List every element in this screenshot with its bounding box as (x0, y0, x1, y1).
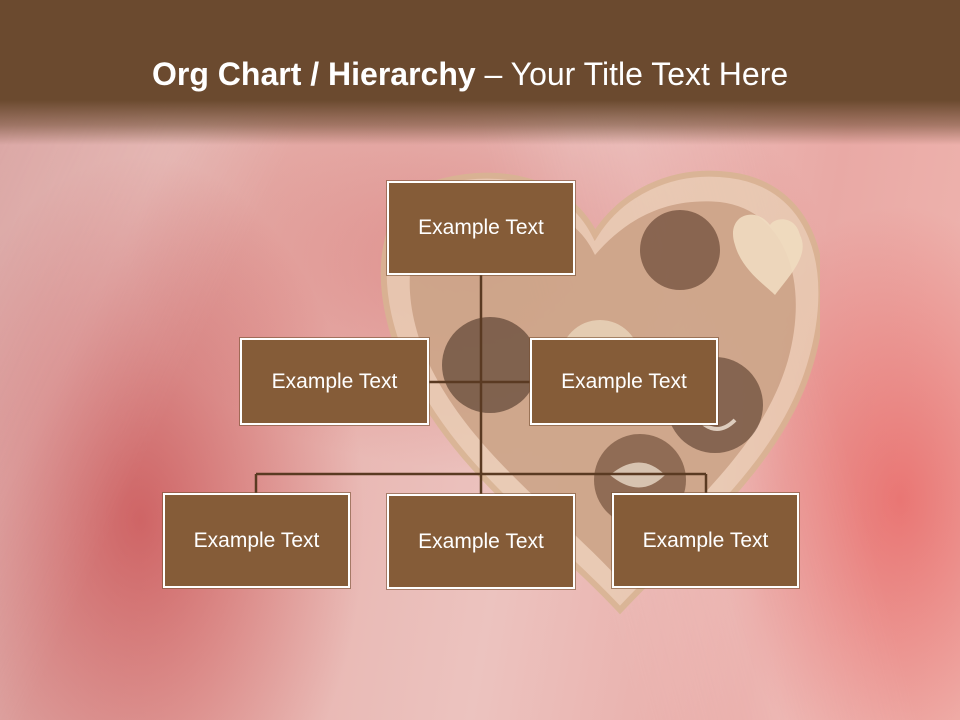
node-label: Example Text (418, 216, 544, 239)
org-node-middle-right[interactable]: Example Text (530, 338, 718, 425)
title-dash: – (475, 56, 511, 92)
slide-title: Org Chart / Hierarchy – Your Title Text … (152, 56, 788, 93)
node-label: Example Text (561, 369, 687, 393)
org-node-bottom-right[interactable]: Example Text (612, 493, 799, 588)
org-node-top[interactable]: Example Text (387, 181, 575, 275)
node-label: Example Text (642, 528, 769, 552)
org-node-middle-left[interactable]: Example Text (240, 338, 429, 425)
org-node-bottom-left[interactable]: Example Text (163, 493, 350, 588)
node-label: Example Text (271, 369, 398, 393)
node-label: Example Text (418, 529, 544, 553)
node-label: Example Text (193, 528, 320, 552)
title-bold: Org Chart / Hierarchy (152, 56, 476, 92)
org-node-bottom-center[interactable]: Example Text (387, 494, 575, 589)
title-rest: Your Title Text Here (510, 56, 789, 92)
title-banner (0, 0, 960, 145)
